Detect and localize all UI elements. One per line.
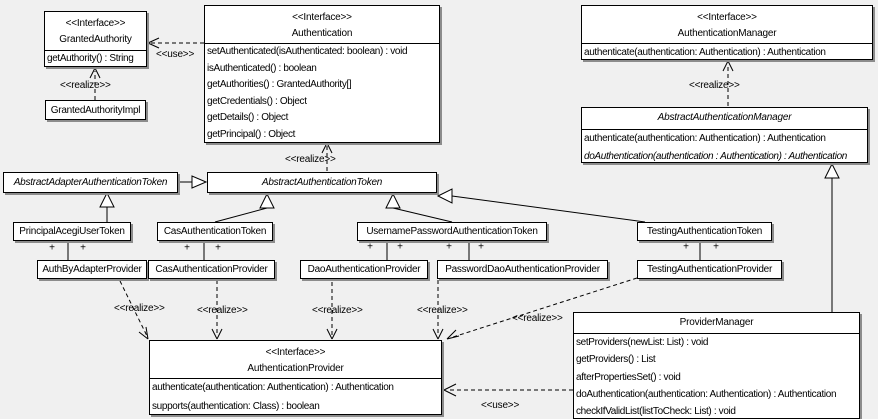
method-label: authenticate(authentication: Authenticat… [584, 47, 826, 58]
method-label: getDetails() : Object [207, 112, 289, 124]
class-cas-authentication-provider: CasAuthenticationProvider [148, 260, 275, 279]
class-name: PrincipalAcegiUserToken [19, 226, 125, 237]
class-name: AbstractAdapterAuthenticationToken [13, 177, 168, 188]
association-end-plus: + [367, 241, 373, 253]
generalization-principalacegiusertoken-abstractadaptertoken [99, 191, 115, 222]
method-label: supports(authentication: Class) : boolea… [152, 400, 320, 412]
realize-authbyadapterprovider-authenticationprovider [119, 280, 149, 340]
class-name: TestingAuthenticationToken [646, 226, 763, 237]
stereotype-label: <<Interface>> [292, 12, 352, 23]
generalization-usernamepasswordtoken-abstracttoken [385, 192, 453, 223]
edge-label-realize: <<realize>> [512, 313, 563, 324]
stereotype-label: <<Interface>> [65, 18, 126, 29]
class-principal-acegi-user-token: PrincipalAcegiUserToken [13, 222, 131, 241]
association-end-plus: + [80, 242, 86, 254]
realize-testingprovider-authenticationprovider [446, 277, 638, 340]
class-abstract-adapter-authentication-token: AbstractAdapterAuthenticationToken [3, 172, 178, 193]
method-label: authenticate(authentication: Authenticat… [152, 382, 394, 393]
realize-grantedauthorityimpl-grantedauthority [89, 67, 101, 100]
class-testing-authentication-token: TestingAuthenticationToken [637, 222, 772, 241]
edge-label-realize: <<realize>> [60, 80, 111, 91]
class-name: UsernamePasswordAuthenticationToken [366, 226, 538, 237]
association-end-plus: + [446, 241, 452, 253]
association-end-plus: + [184, 242, 190, 254]
class-cas-authentication-token: CasAuthenticationToken [157, 222, 273, 241]
method-label: isAuthenticated() : boolean [207, 62, 317, 74]
stereotype-label: <<Interface>> [265, 347, 326, 358]
association-end-plus: + [683, 241, 689, 253]
realize-passworddaoprovider-authenticationprovider [432, 280, 444, 340]
method-label: getAuthority() : String [47, 53, 134, 64]
method-label: checkIfValidList(listToCheck: List) : vo… [576, 406, 736, 418]
class-abstract-authentication-manager: AbstractAuthenticationManager authentica… [581, 107, 868, 163]
class-auth-by-adapter-provider: AuthByAdapterProvider [37, 260, 147, 279]
edge-label-realize: <<realize>> [417, 305, 468, 316]
association-end-plus: + [397, 241, 403, 253]
class-name: CasAuthenticationToken [163, 226, 267, 237]
realize-abstracttoken-authentication [321, 142, 333, 171]
edge-label-use: <<use>> [156, 49, 195, 60]
class-testing-authentication-provider: TestingAuthenticationProvider [637, 260, 782, 279]
generalization-testingtoken-abstracttoken [436, 188, 646, 223]
class-abstract-authentication-token: AbstractAuthenticationToken [207, 172, 437, 193]
association-end-plus: + [478, 241, 484, 253]
class-authentication-provider: <<Interface>> AuthenticationProvider aut… [149, 340, 442, 415]
class-granted-authority-impl: GrantedAuthorityImpl [45, 100, 146, 120]
association-token-provider-lines [67, 241, 701, 260]
generalization-providermanager-abstractauthenticationmanager [824, 162, 840, 312]
method-label: getProviders() : List [576, 354, 656, 366]
edge-label-realize: <<realize>> [312, 305, 363, 316]
method-label: doAuthentication(authentication : Authen… [584, 150, 848, 162]
realize-daoprovider-authenticationprovider [326, 282, 338, 340]
method-label: getPrincipal() : Object [207, 128, 296, 140]
edge-label-realize: <<realize>> [285, 154, 336, 165]
edge-label-realize: <<realize>> [114, 303, 165, 314]
class-dao-authentication-provider: DaoAuthenticationProvider [300, 260, 428, 279]
realize-abstractauthmanager-authmanager [722, 60, 734, 106]
class-name: Authentication [291, 28, 353, 39]
association-end-plus: + [49, 242, 55, 254]
method-label: doAuthentication(authentication: Authent… [576, 388, 837, 400]
class-name: AuthenticationProvider [247, 363, 344, 374]
association-end-plus: + [215, 242, 221, 254]
class-authentication-manager: <<Interface>> AuthenticationManager auth… [581, 5, 873, 60]
class-name: PasswordDaoAuthenticationProvider [445, 264, 600, 275]
class-username-password-authentication-token: UsernamePasswordAuthenticationToken [357, 222, 547, 241]
edge-label-use: <<use>> [481, 400, 520, 411]
class-name: AbstractAuthenticationToken [261, 177, 383, 188]
class-granted-authority: <<Interface>> GrantedAuthority getAuthor… [44, 11, 147, 67]
method-label: setAuthenticated(isAuthenticated: boolea… [207, 46, 408, 57]
generalization-castoken-abstracttoken [214, 192, 275, 223]
class-name: GrantedAuthorityImpl [50, 104, 141, 116]
class-name: TestingAuthenticationProvider [646, 264, 773, 275]
class-name: GrantedAuthority [59, 34, 132, 45]
class-name: AuthenticationManager [677, 28, 777, 39]
class-name: AbstractAuthenticationManager [582, 108, 867, 130]
method-label: afterPropertiesSet() : void [576, 371, 681, 383]
class-provider-manager: ProviderManager setProviders(newList: Li… [573, 312, 860, 419]
use-authentication-grantedauthority [147, 37, 204, 49]
class-password-dao-authentication-provider: PasswordDaoAuthenticationProvider [437, 260, 608, 279]
stereotype-label: <<Interface>> [697, 12, 757, 23]
use-providermanager-authenticationprovider [443, 383, 573, 397]
generalization-abstractadaptertoken-abstracttoken [178, 175, 208, 189]
method-label: setProviders(newList: List) : void [576, 337, 709, 348]
method-label: getAuthorities() : GrantedAuthority[] [207, 79, 352, 91]
edge-label-realize: <<realize>> [197, 305, 248, 316]
class-name: DaoAuthenticationProvider [307, 264, 421, 275]
method-label: authenticate(authentication: Authenticat… [584, 133, 826, 144]
class-name: AuthByAdapterProvider [42, 264, 142, 275]
edge-label-realize: <<realize>> [689, 80, 740, 91]
realize-casprovider-authenticationprovider [211, 280, 223, 340]
class-authentication: <<Interface>> Authentication setAuthenti… [204, 5, 440, 143]
method-label: getCredentials() : Object [207, 95, 307, 107]
class-name: ProviderManager [574, 313, 859, 334]
class-name: CasAuthenticationProvider [155, 264, 268, 275]
association-end-plus: + [713, 241, 719, 253]
